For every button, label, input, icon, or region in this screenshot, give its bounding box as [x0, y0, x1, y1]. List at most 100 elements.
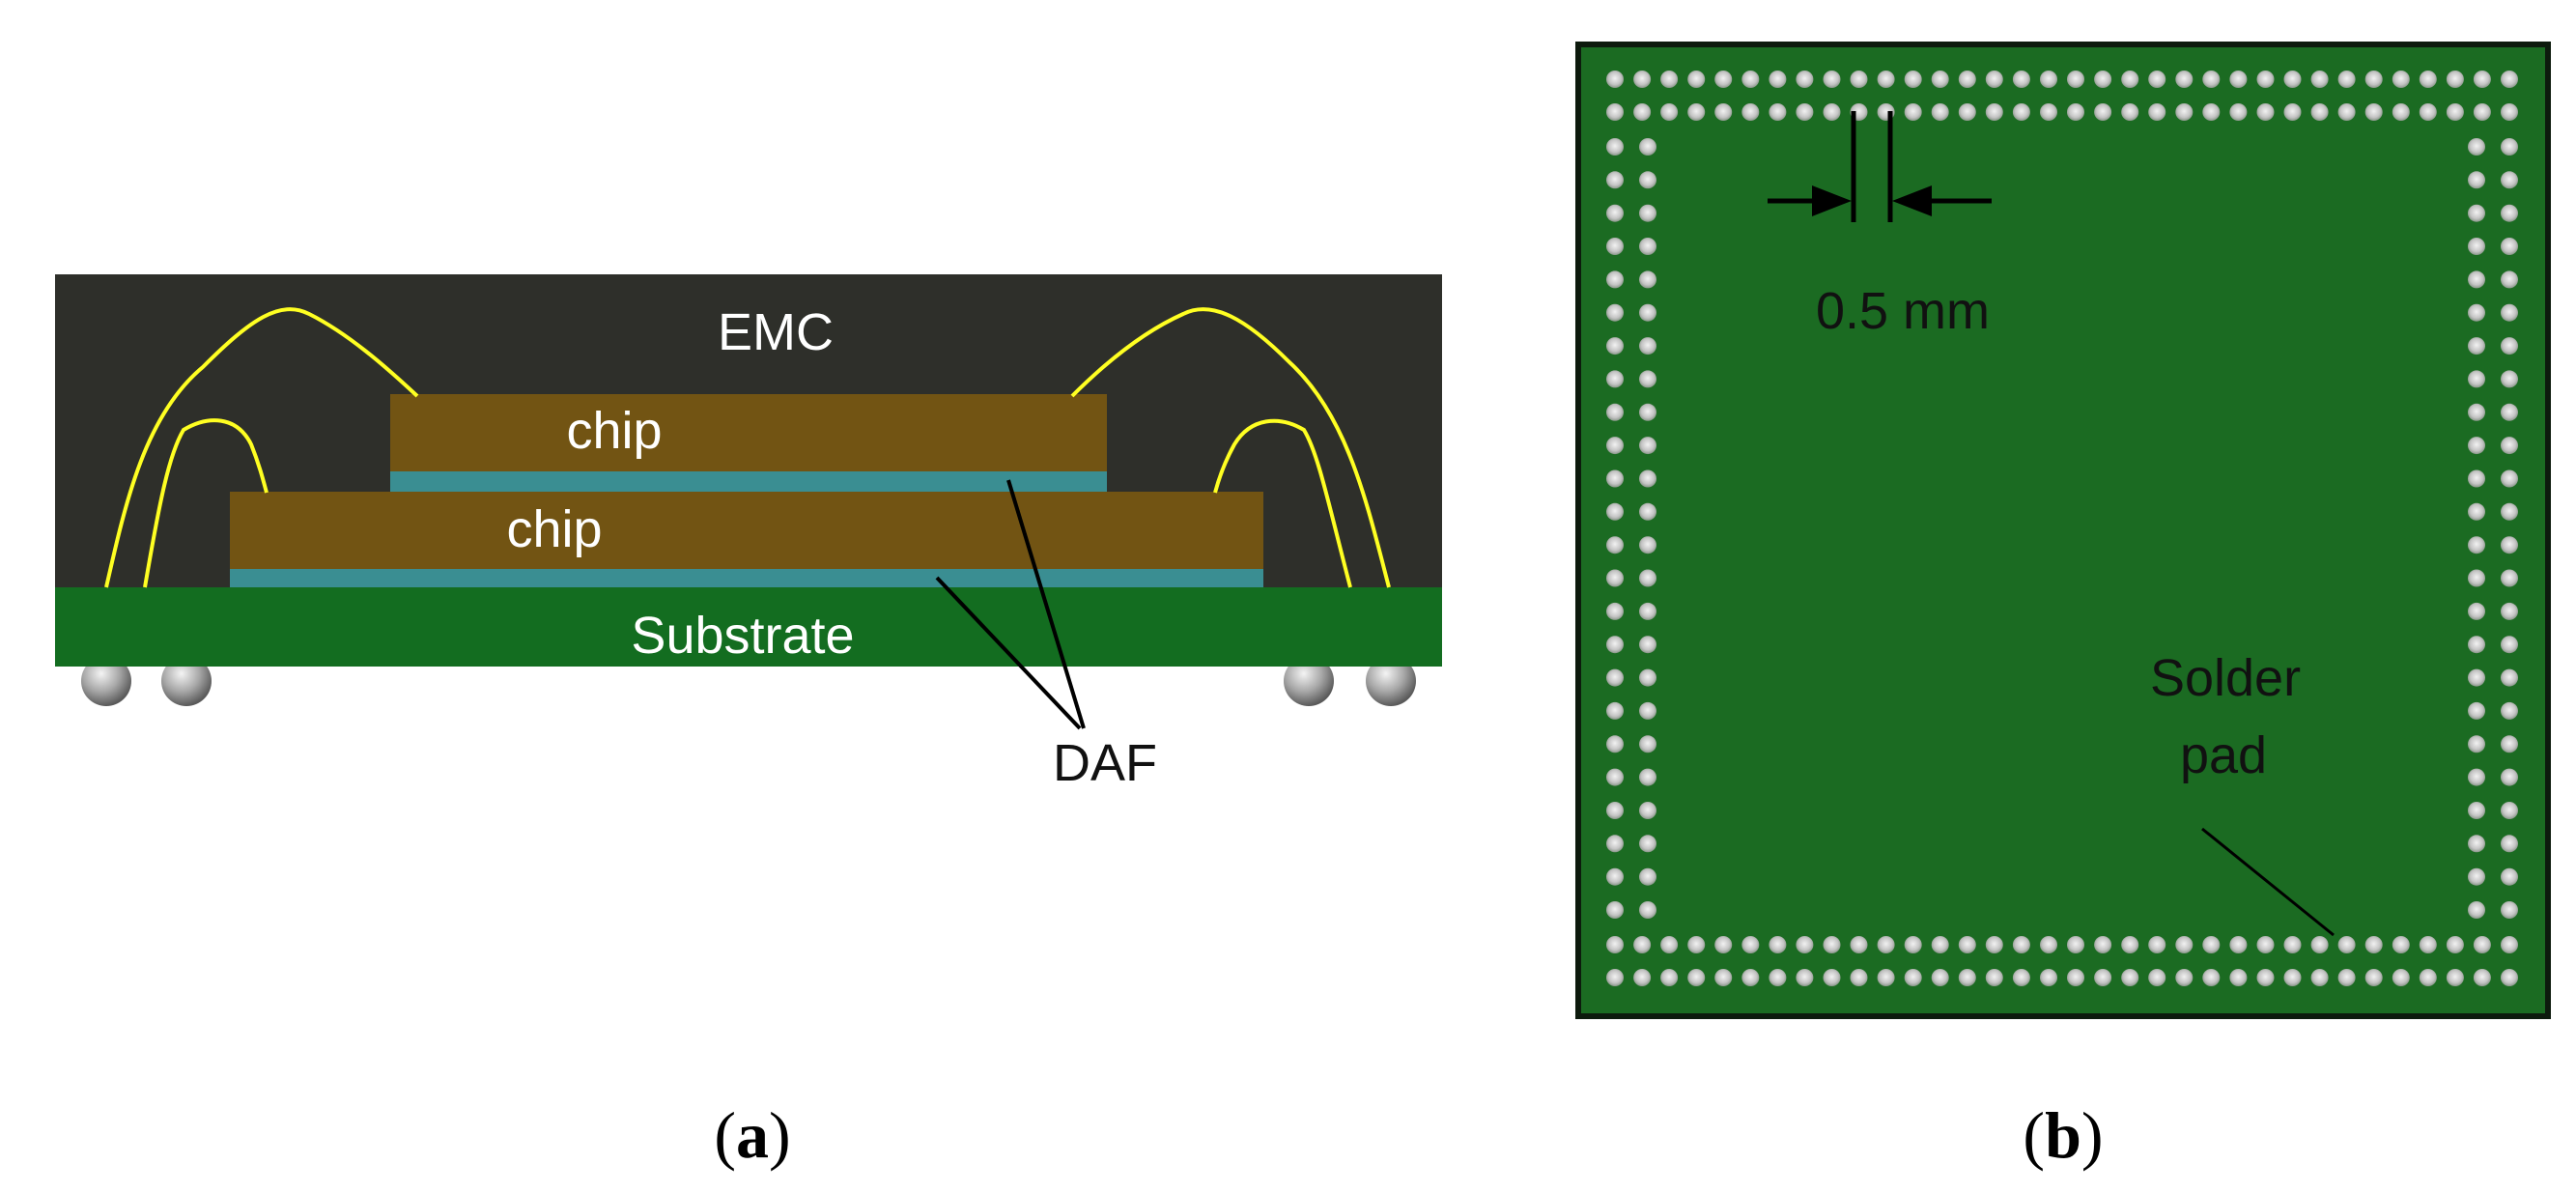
solder-pad	[2468, 602, 2485, 620]
solder-pad	[2175, 969, 2194, 986]
solder-pad	[1606, 636, 1624, 654]
solder-pad	[1639, 701, 1656, 720]
solder-pad	[1639, 370, 1656, 388]
solder-pad	[1606, 602, 1624, 620]
solder-pad	[2468, 403, 2485, 421]
solder-pad	[1606, 835, 1624, 853]
solder-pad	[1687, 969, 1706, 986]
solder-pad	[1606, 171, 1624, 189]
solder-pad	[2501, 171, 2518, 189]
solder-pad	[1606, 103, 1624, 121]
solder-pad	[2501, 569, 2518, 587]
solder-pad	[1850, 969, 1868, 986]
solder-pad	[1741, 71, 1760, 88]
solder-pad	[1823, 936, 1841, 953]
solder-pad	[1823, 71, 1841, 88]
solder-pad	[2121, 936, 2139, 953]
solder-pad	[2501, 969, 2518, 986]
solder-pad	[2501, 238, 2518, 255]
solder-pad	[2473, 969, 2491, 986]
solder-pad	[1606, 802, 1624, 819]
pitch-dimension	[1768, 111, 1992, 222]
solder-ball	[1284, 656, 1334, 706]
caption-a-close: )	[769, 1098, 791, 1172]
solder-pad	[2229, 71, 2248, 88]
solder-pad	[2094, 936, 2112, 953]
solder-pad	[1606, 735, 1624, 753]
solder-pad	[2337, 103, 2356, 121]
label-chip-top: chip	[566, 402, 662, 460]
solder-ball	[81, 656, 131, 706]
solder-pad	[2468, 735, 2485, 753]
solder-pad	[1606, 469, 1624, 488]
bond-wires	[104, 307, 1391, 588]
caption-b-close: )	[2081, 1098, 2104, 1172]
solder-pad	[2202, 103, 2221, 121]
solder-pad	[1606, 71, 1624, 88]
solder-pad	[1687, 71, 1706, 88]
solder-pad	[1606, 238, 1624, 255]
solder-pad	[1639, 735, 1656, 753]
solder-pad	[1606, 403, 1624, 421]
solder-pad	[1606, 370, 1624, 388]
solder-pad	[2446, 936, 2464, 953]
solder-pad	[2468, 636, 2485, 654]
solder-pad	[2473, 936, 2491, 953]
solder-pad	[2256, 936, 2275, 953]
caption-b: (b)	[2023, 1098, 2103, 1172]
solder-pad	[2040, 103, 2057, 121]
solder-pad	[2283, 969, 2302, 986]
solder-pad	[2468, 701, 2485, 720]
solder-pad	[2256, 969, 2275, 986]
solder-pad	[1606, 936, 1624, 953]
solder-pad	[2468, 270, 2485, 289]
solder-pad	[2094, 71, 2112, 88]
solder-pad	[2468, 802, 2485, 819]
solder-pad	[2468, 569, 2485, 587]
solder-pad	[2283, 936, 2302, 953]
daf-top	[390, 471, 1107, 492]
solder-ball	[161, 656, 212, 706]
solder-pad	[1606, 901, 1624, 919]
solder-pad	[2501, 437, 2518, 455]
label-emc: EMC	[718, 303, 834, 361]
solder-pad	[1904, 969, 1922, 986]
solder-pad	[1606, 437, 1624, 455]
solder-pad	[1931, 103, 1949, 121]
solder-pad	[2364, 103, 2383, 121]
solder-pad	[2468, 370, 2485, 388]
solder-pad	[2012, 103, 2030, 121]
bond-wire-right-inner	[1213, 418, 1352, 588]
package-board	[1575, 42, 2551, 1019]
solder-pad	[2040, 71, 2057, 88]
solder-pad	[1660, 969, 1679, 986]
solder-pad	[1660, 71, 1679, 88]
solder-pad	[1931, 936, 1949, 953]
solder-pad-leader	[2201, 827, 2335, 937]
solder-pad	[2067, 71, 2084, 88]
label-substrate: Substrate	[631, 607, 854, 665]
solder-pad	[1823, 103, 1841, 121]
solder-pad	[2501, 71, 2518, 88]
solder-pad	[2501, 701, 2518, 720]
solder-pad	[1769, 969, 1787, 986]
solder-pad	[2148, 936, 2166, 953]
solder-pad	[2501, 469, 2518, 488]
solder-pad	[2419, 103, 2437, 121]
solder-pad	[1741, 103, 1760, 121]
solder-pad	[2256, 103, 2275, 121]
solder-pad	[2175, 71, 2194, 88]
solder-pad	[2094, 969, 2112, 986]
solder-pad	[1639, 536, 1656, 554]
solder-pad	[1606, 569, 1624, 587]
solder-pad	[2501, 602, 2518, 620]
chip-bottom	[230, 492, 1263, 569]
solder-pad	[2283, 71, 2302, 88]
solder-pad	[1639, 171, 1656, 189]
solder-pad	[1639, 238, 1656, 255]
solder-pad	[1985, 71, 2003, 88]
solder-pad	[2468, 138, 2485, 156]
solder-pad	[2337, 936, 2356, 953]
solder-pad	[1931, 969, 1949, 986]
daf-leader-top	[1006, 479, 1086, 729]
